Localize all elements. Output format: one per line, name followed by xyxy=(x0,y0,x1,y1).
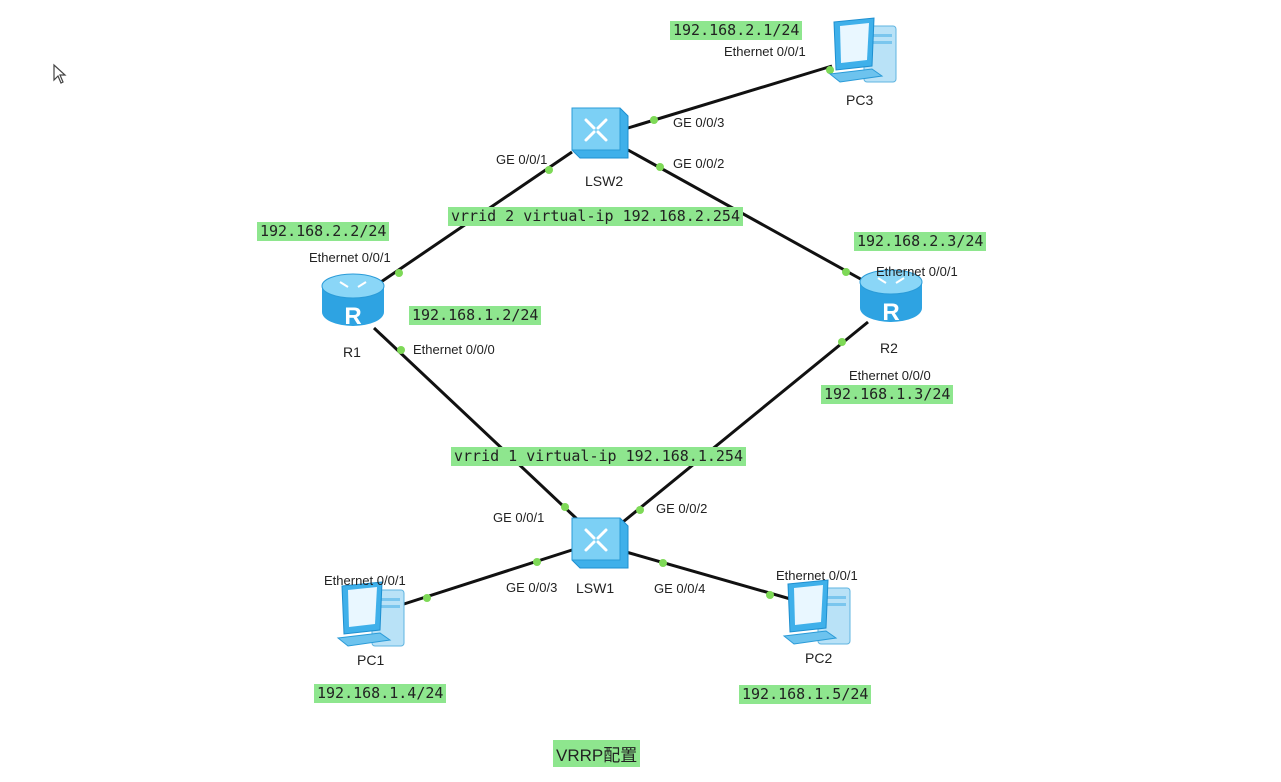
port-dot xyxy=(766,591,774,599)
ip-label-pc2: 192.168.1.5/24 xyxy=(739,685,872,704)
link-r2-lsw1 xyxy=(617,320,869,528)
link-lsw2-r2 xyxy=(627,148,867,284)
link-lsw1-pc2 xyxy=(625,550,795,602)
pc1-label: PC1 xyxy=(357,652,385,668)
port-label-lsw1-ge4: GE 0/0/4 xyxy=(654,581,706,596)
r2-router-icon[interactable]: R xyxy=(856,266,926,326)
link-lsw2-pc3 xyxy=(627,64,833,130)
link-lsw1-pc1 xyxy=(403,548,573,606)
port-label-r2-eth1: Ethernet 0/0/1 xyxy=(876,264,958,279)
port-label-pc1-eth: Ethernet 0/0/1 xyxy=(324,573,406,588)
port-label-r2-eth0: Ethernet 0/0/0 xyxy=(849,368,931,383)
port-dot xyxy=(636,506,644,514)
mouse-cursor-icon xyxy=(53,63,67,84)
pc3-label: PC3 xyxy=(846,92,874,108)
lsw1-label: LSW1 xyxy=(576,580,615,596)
port-dot xyxy=(826,66,834,74)
port-dot xyxy=(395,269,403,277)
port-label-lsw2-ge2: GE 0/0/2 xyxy=(673,156,725,171)
pc1-computer-icon[interactable] xyxy=(334,578,410,648)
pc2-computer-icon[interactable] xyxy=(780,576,856,646)
lsw2-switch-icon[interactable] xyxy=(566,104,632,162)
r1-label: R1 xyxy=(343,344,361,360)
port-label-pc2-eth: Ethernet 0/0/1 xyxy=(776,568,858,583)
r2-label: R2 xyxy=(880,340,898,356)
ip-label-r1-bottom: 192.168.1.2/24 xyxy=(409,306,542,325)
port-dot xyxy=(842,268,850,276)
port-label-lsw1-ge1: GE 0/0/1 xyxy=(493,510,545,525)
lsw1-switch-icon[interactable] xyxy=(566,514,632,572)
ip-label-pc1: 192.168.1.4/24 xyxy=(314,684,447,703)
port-dot xyxy=(659,559,667,567)
r1-router-icon[interactable]: R xyxy=(318,270,388,330)
vrrp1-label: vrrid 1 virtual-ip 192.168.1.254 xyxy=(451,447,746,466)
vrrp2-label: vrrid 2 virtual-ip 192.168.2.254 xyxy=(448,207,743,226)
port-label-lsw1-ge2: GE 0/0/2 xyxy=(656,501,708,516)
port-dot xyxy=(838,338,846,346)
ip-label-r2-bottom: 192.168.1.3/24 xyxy=(821,385,954,404)
port-dot xyxy=(533,558,541,566)
diagram-caption: VRRP配置 xyxy=(553,740,641,767)
port-label-r1-eth0: Ethernet 0/0/0 xyxy=(413,342,495,357)
port-label-lsw2-ge3: GE 0/0/3 xyxy=(673,115,725,130)
pc3-computer-icon[interactable] xyxy=(826,14,902,84)
port-dot xyxy=(656,163,664,171)
port-dot xyxy=(423,594,431,602)
port-dot xyxy=(397,346,405,354)
lsw2-label: LSW2 xyxy=(585,173,624,189)
link-r1-lsw1 xyxy=(372,326,580,522)
svg-text:R: R xyxy=(882,299,899,326)
port-dot xyxy=(545,166,553,174)
port-label-r1-eth1: Ethernet 0/0/1 xyxy=(309,250,391,265)
port-label-pc3-eth: Ethernet 0/0/1 xyxy=(724,44,806,59)
svg-text:R: R xyxy=(344,303,361,330)
port-dot xyxy=(561,503,569,511)
port-dot xyxy=(650,116,658,124)
pc2-label: PC2 xyxy=(805,650,833,666)
ip-label-r2-top: 192.168.2.3/24 xyxy=(854,232,987,251)
port-label-lsw2-ge1: GE 0/0/1 xyxy=(496,152,548,167)
port-label-lsw1-ge3: GE 0/0/3 xyxy=(506,580,558,595)
ip-label-pc3: 192.168.2.1/24 xyxy=(670,21,803,40)
ip-label-r1-top: 192.168.2.2/24 xyxy=(257,222,390,241)
